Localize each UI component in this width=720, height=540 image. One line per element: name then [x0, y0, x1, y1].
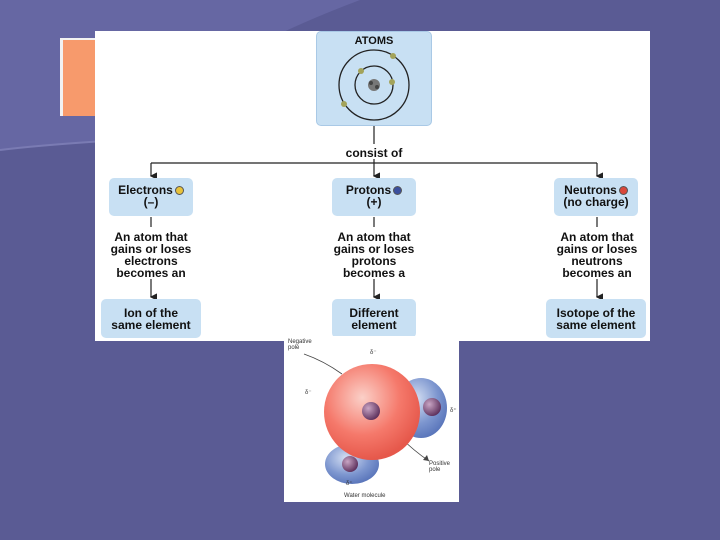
element-result-node: Different element — [332, 299, 416, 338]
delta-plus-right: δ⁺ — [450, 408, 457, 414]
delta-minus-left: δ⁻ — [305, 390, 312, 396]
delta-plus-bottom: δ⁺ — [346, 481, 353, 487]
connector-lines — [149, 126, 603, 301]
protons-connector-text: An atom that gains or loses protons beco… — [333, 230, 415, 280]
electrons-connector-text: An atom that gains or loses electrons be… — [110, 230, 192, 280]
neutrons-charge: (no charge) — [563, 195, 629, 209]
atom-model-icon — [338, 49, 410, 121]
neutrons-node: Neutrons (no charge) — [554, 178, 638, 216]
neutron-dot-icon — [618, 186, 628, 196]
atoms-concept-map: ATOMS consist of Electrons (–) An atom t… — [95, 31, 650, 341]
ion-result-node: Ion of the same element — [101, 299, 201, 338]
positive-pole-label: Positive pole — [429, 461, 451, 473]
relation-label: consist of — [345, 146, 403, 160]
protons-label: Protons — [332, 184, 416, 196]
protons-node: Protons (+) — [332, 178, 416, 216]
atoms-label: ATOMS — [354, 35, 394, 47]
water-molecule-figure: Negative pole Positive pole δ⁻ δ⁻ δ⁺ δ⁺ … — [284, 336, 459, 502]
neutrons-connector-text: An atom that gains or loses neutrons bec… — [556, 230, 638, 280]
proton-dot-icon — [393, 186, 403, 196]
negative-pole-label: Negative pole — [288, 339, 312, 351]
atoms-node: ATOMS — [316, 31, 432, 126]
water-molecule-illustration — [303, 353, 447, 484]
isotope-result-node: Isotope of the same element — [546, 299, 646, 338]
electrons-label: Electrons — [109, 184, 193, 196]
delta-minus-top: δ⁻ — [370, 350, 377, 356]
electron-dot-icon — [174, 186, 184, 196]
water-molecule-caption: Water molecule — [344, 493, 386, 499]
neutrons-label: Neutrons — [554, 184, 638, 196]
electrons-charge: (–) — [143, 195, 159, 209]
electrons-node: Electrons (–) — [109, 178, 193, 216]
protons-charge: (+) — [366, 195, 382, 209]
